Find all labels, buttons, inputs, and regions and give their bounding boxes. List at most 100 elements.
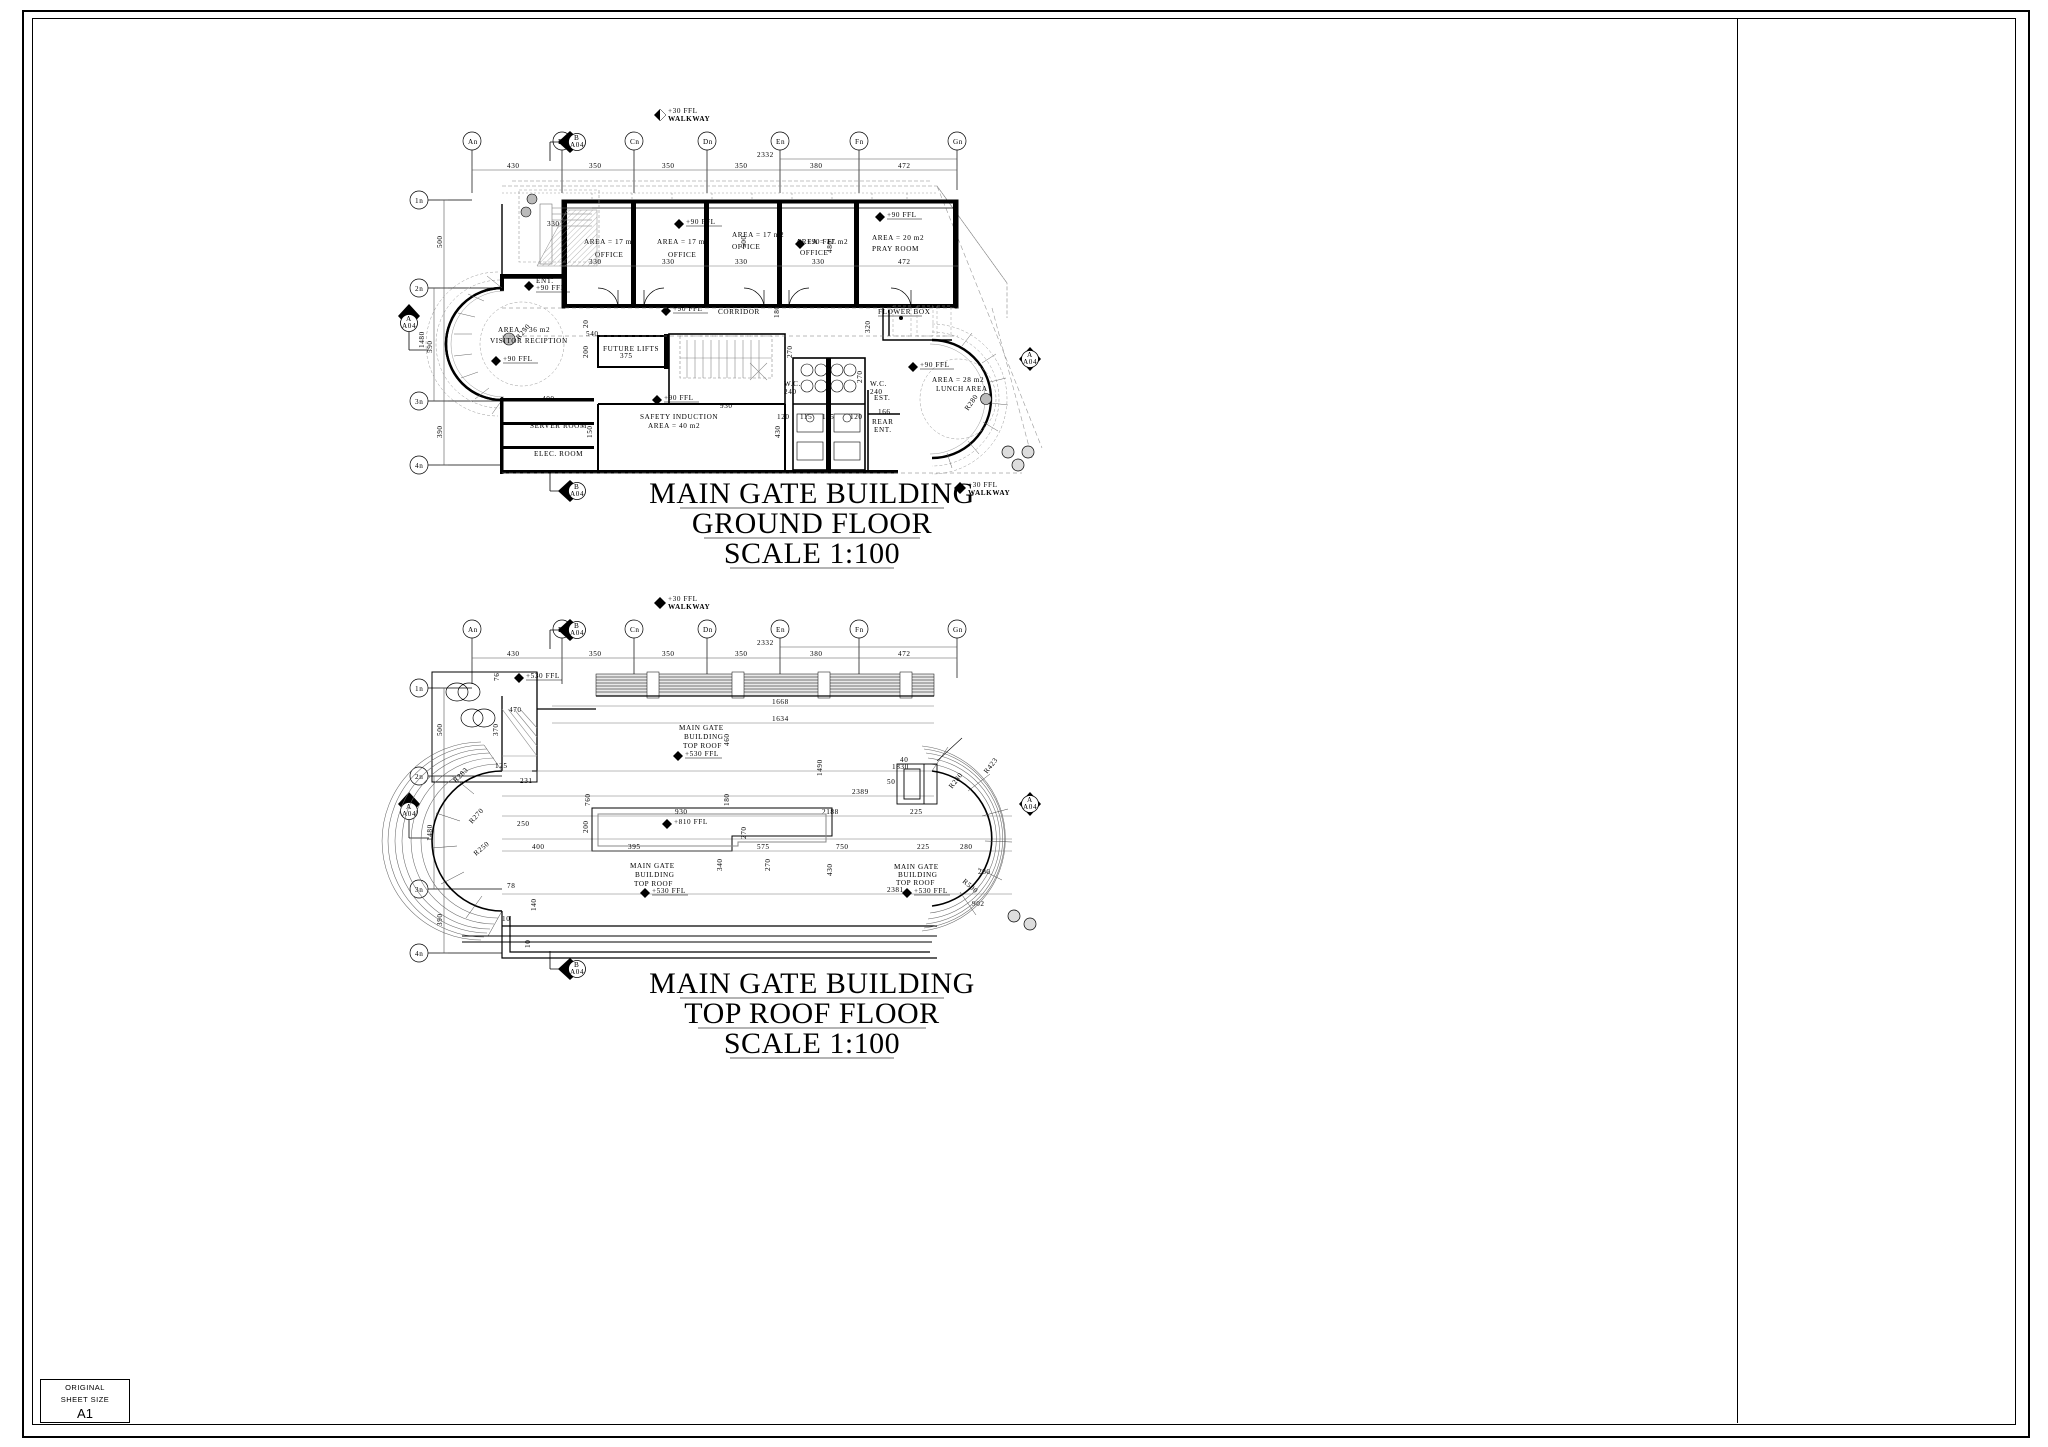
svg-text:+90 FFL: +90 FFL — [503, 355, 533, 363]
svg-text:R250: R250 — [472, 840, 491, 858]
svg-text:R423: R423 — [982, 756, 999, 775]
svg-text:350: 350 — [589, 162, 602, 170]
svg-text:1830: 1830 — [892, 763, 909, 771]
svg-text:375: 375 — [620, 352, 633, 360]
svg-text:CORRIDOR: CORRIDOR — [718, 308, 760, 316]
svg-text:+90 FFL: +90 FFL — [887, 211, 917, 219]
svg-text:Fn: Fn — [855, 626, 864, 634]
svg-text:430: 430 — [507, 650, 520, 658]
svg-text:250: 250 — [517, 820, 530, 828]
svg-text:1480: 1480 — [418, 331, 426, 348]
svg-text:930: 930 — [675, 808, 688, 816]
svg-text:370: 370 — [492, 723, 500, 736]
svg-text:180: 180 — [561, 278, 569, 291]
svg-text:B: B — [574, 483, 579, 491]
svg-text:An: An — [468, 138, 478, 146]
svg-text:270: 270 — [764, 858, 772, 871]
walkway-note-bottom: +30 FFL WALKWAY — [954, 481, 1010, 497]
svg-text:BUILDING: BUILDING — [635, 871, 675, 879]
svg-text:330: 330 — [662, 258, 675, 266]
svg-text:OFFICE: OFFICE — [800, 249, 828, 257]
svg-text:WALKWAY: WALKWAY — [968, 489, 1010, 497]
svg-text:LUNCH AREA: LUNCH AREA — [936, 385, 988, 393]
svg-text:472: 472 — [898, 258, 911, 266]
sheet-size-label-2: SHEET SIZE — [60, 1395, 110, 1405]
svg-text:+90 FFL: +90 FFL — [536, 284, 566, 292]
svg-text:10: 10 — [524, 940, 532, 948]
section-mark-b-top: B A04 — [549, 131, 586, 161]
svg-text:SAFETY INDUCTION: SAFETY INDUCTION — [640, 413, 718, 421]
svg-text:MAIN GATE: MAIN GATE — [894, 863, 939, 871]
svg-text:Cn: Cn — [630, 138, 640, 146]
svg-text:1n: 1n — [415, 197, 423, 205]
svg-text:350: 350 — [735, 162, 748, 170]
svg-text:AREA = 17 m2: AREA = 17 m2 — [657, 238, 709, 246]
svg-text:+90 FFL: +90 FFL — [664, 394, 694, 402]
svg-text:TOP ROOF: TOP ROOF — [896, 879, 935, 887]
svg-text:W.C.: W.C. — [870, 380, 887, 388]
svg-text:902: 902 — [972, 900, 985, 908]
svg-text:+30 FFL: +30 FFL — [968, 481, 998, 489]
svg-text:A04: A04 — [1023, 358, 1037, 366]
svg-text:Gn: Gn — [953, 626, 963, 634]
svg-text:En: En — [776, 626, 785, 634]
svg-text:330: 330 — [735, 258, 748, 266]
svg-text:ENT.: ENT. — [536, 277, 554, 285]
section-mark-a: A A04 — [398, 304, 429, 351]
sheet-inner-border — [32, 18, 2016, 1425]
svg-text:+530 FFL: +530 FFL — [685, 750, 719, 758]
title-block: KEY PLAN — [1737, 18, 2032, 1423]
svg-text:240: 240 — [784, 388, 797, 396]
svg-text:+810 FFL: +810 FFL — [674, 818, 708, 826]
svg-text:500: 500 — [740, 235, 748, 248]
svg-text:GROUND FLOOR: GROUND FLOOR — [692, 507, 932, 540]
section-mark-b-roof-bottom: B A04 — [549, 951, 586, 980]
svg-text:480: 480 — [826, 240, 834, 253]
svg-text:4n: 4n — [415, 950, 423, 958]
svg-text:SCALE 1:100: SCALE 1:100 — [724, 537, 900, 570]
svg-text:AREA = 36 m2: AREA = 36 m2 — [498, 326, 550, 334]
svg-text:R280: R280 — [963, 393, 980, 412]
svg-text:+530 FFL: +530 FFL — [914, 887, 948, 895]
svg-text:472: 472 — [898, 162, 911, 170]
svg-text:78: 78 — [507, 882, 515, 890]
svg-text:2n: 2n — [415, 773, 423, 781]
svg-text:225: 225 — [917, 843, 930, 851]
svg-text:R270: R270 — [468, 807, 486, 826]
svg-text:A04: A04 — [570, 490, 584, 498]
svg-text:Dn: Dn — [703, 138, 713, 146]
walkway-note-top: +30 FFL WALKWAY — [654, 107, 710, 123]
svg-text:76: 76 — [493, 673, 501, 681]
svg-text:350: 350 — [662, 650, 675, 658]
svg-text:166: 166 — [878, 408, 891, 416]
svg-text:120: 120 — [850, 413, 863, 421]
svg-text:AREA = 40 m2: AREA = 40 m2 — [648, 422, 700, 430]
section-mark-b-bottom: B A04 — [549, 473, 586, 502]
svg-text:FUTURE LIFTS: FUTURE LIFTS — [603, 345, 659, 353]
section-mark-a-roof-right: A A04 — [1019, 792, 1041, 816]
svg-text:A04: A04 — [570, 968, 584, 976]
svg-text:40: 40 — [900, 756, 908, 764]
svg-text:320: 320 — [864, 320, 872, 333]
svg-text:50: 50 — [887, 778, 895, 786]
svg-text:330: 330 — [547, 220, 560, 228]
svg-text:2332: 2332 — [757, 151, 774, 159]
svg-text:1668: 1668 — [772, 698, 789, 706]
svg-text:540: 540 — [586, 330, 599, 338]
svg-text:280: 280 — [978, 868, 991, 876]
svg-text:+530 FFL: +530 FFL — [652, 887, 686, 895]
svg-text:380: 380 — [810, 650, 823, 658]
svg-text:575: 575 — [757, 843, 770, 851]
svg-text:+90 FFL: +90 FFL — [686, 218, 716, 226]
svg-text:TOP ROOF: TOP ROOF — [683, 742, 722, 750]
drawing-area: An Bn Cn Dn En Fn Gn 430 350 350 35 — [32, 18, 1737, 1423]
svg-text:140: 140 — [530, 898, 538, 911]
svg-text:TOP ROOF FLOOR: TOP ROOF FLOOR — [684, 997, 939, 1030]
svg-text:350: 350 — [735, 650, 748, 658]
svg-text:WALKWAY: WALKWAY — [668, 115, 710, 123]
svg-text:ENT.: ENT. — [874, 426, 892, 434]
svg-text:472: 472 — [898, 650, 911, 658]
svg-text:+30 FFL: +30 FFL — [668, 595, 698, 603]
svg-text:430: 430 — [826, 863, 834, 876]
svg-text:2389: 2389 — [852, 788, 869, 796]
